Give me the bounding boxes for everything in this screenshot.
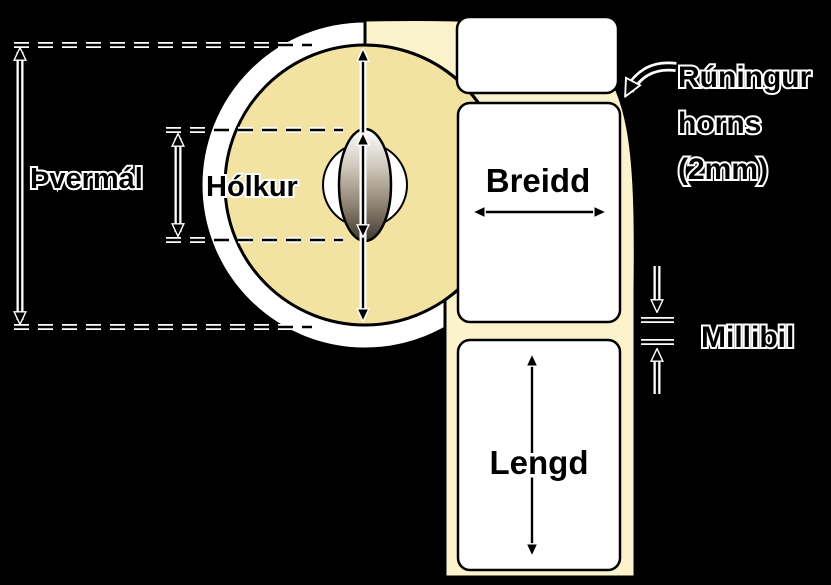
corner-rounding-arrow — [624, 61, 677, 95]
gap-label: Millibil — [701, 321, 794, 354]
diameter-label: Þvermál — [30, 163, 143, 195]
label-length — [456, 338, 622, 572]
corner-rounding-label-line2: horns — [678, 107, 761, 140]
width-label-text: Breidd — [486, 162, 591, 199]
corner-rounding-label-line3: (2mm) — [678, 153, 768, 186]
core-label: Hólkur — [206, 171, 298, 203]
length-label-text: Lengd — [490, 444, 589, 481]
label-partial-top — [455, 15, 620, 95]
corner-rounding-label-line1: Rúningur — [678, 61, 812, 94]
